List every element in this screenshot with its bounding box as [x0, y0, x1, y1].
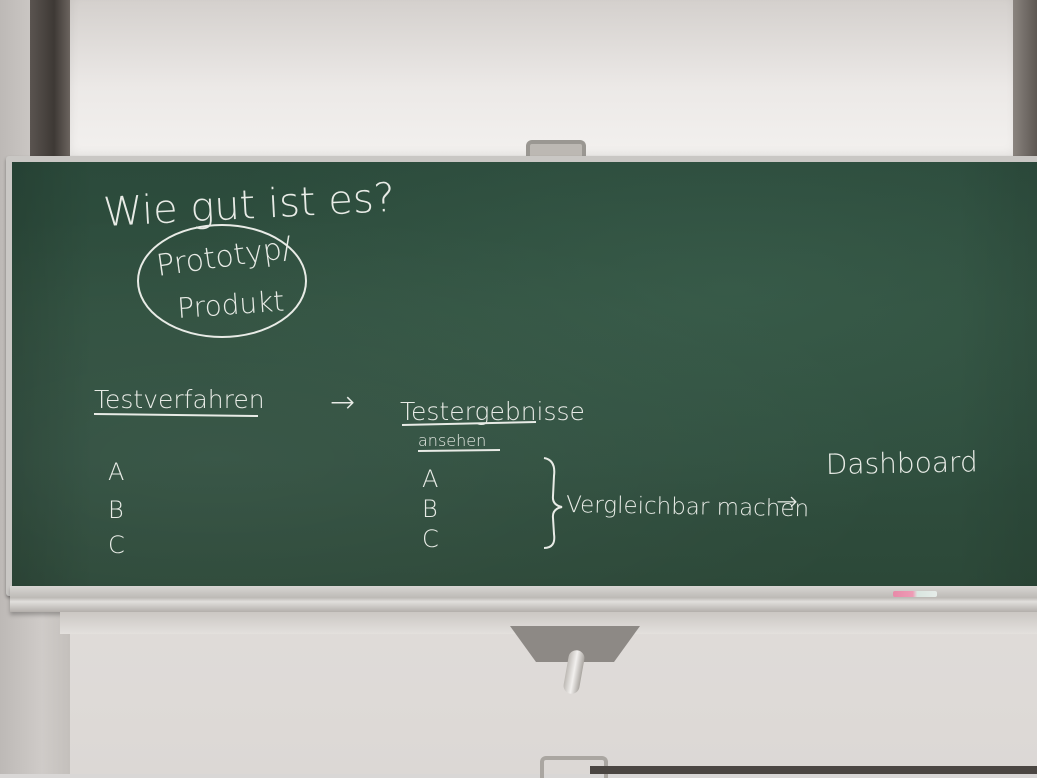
circle-outline — [137, 224, 307, 338]
lower-board-panel — [60, 612, 1037, 634]
bottom-edge — [590, 766, 1037, 774]
circled-text-line-1: Prototyp/ — [154, 230, 294, 284]
wall-post-right — [1013, 0, 1037, 160]
list-left-item-b: B — [108, 496, 124, 524]
testergebnisse-underline — [401, 421, 537, 426]
arrow-1: → — [330, 385, 355, 420]
list-mid-item-c: C — [422, 525, 439, 553]
testverfahren-text: Testverfahren — [94, 385, 265, 414]
list-mid-item-a: A — [422, 465, 438, 493]
wall-post-left — [30, 0, 70, 160]
vergleichbar-text: Vergleichbar machen — [566, 492, 809, 522]
circled-text-line-2: Produkt — [176, 285, 285, 325]
list-left-item-c: C — [108, 531, 125, 559]
chalk-tray — [10, 586, 1037, 612]
testverfahren-underline — [93, 413, 259, 417]
arrow-2: → — [776, 487, 798, 517]
testergebnisse-text: Testergebnisse — [400, 397, 585, 426]
upper-board-panel — [70, 0, 1015, 160]
chalkboard — [12, 162, 1037, 586]
chalk-piece — [893, 591, 937, 597]
list-left-item-a: A — [108, 458, 124, 486]
ansehen-text: ansehen — [418, 431, 486, 450]
curly-brace — [543, 457, 563, 549]
ansehen-underline — [417, 449, 501, 452]
dashboard-text: Dashboard — [826, 445, 978, 481]
list-mid-item-b: B — [422, 495, 438, 523]
